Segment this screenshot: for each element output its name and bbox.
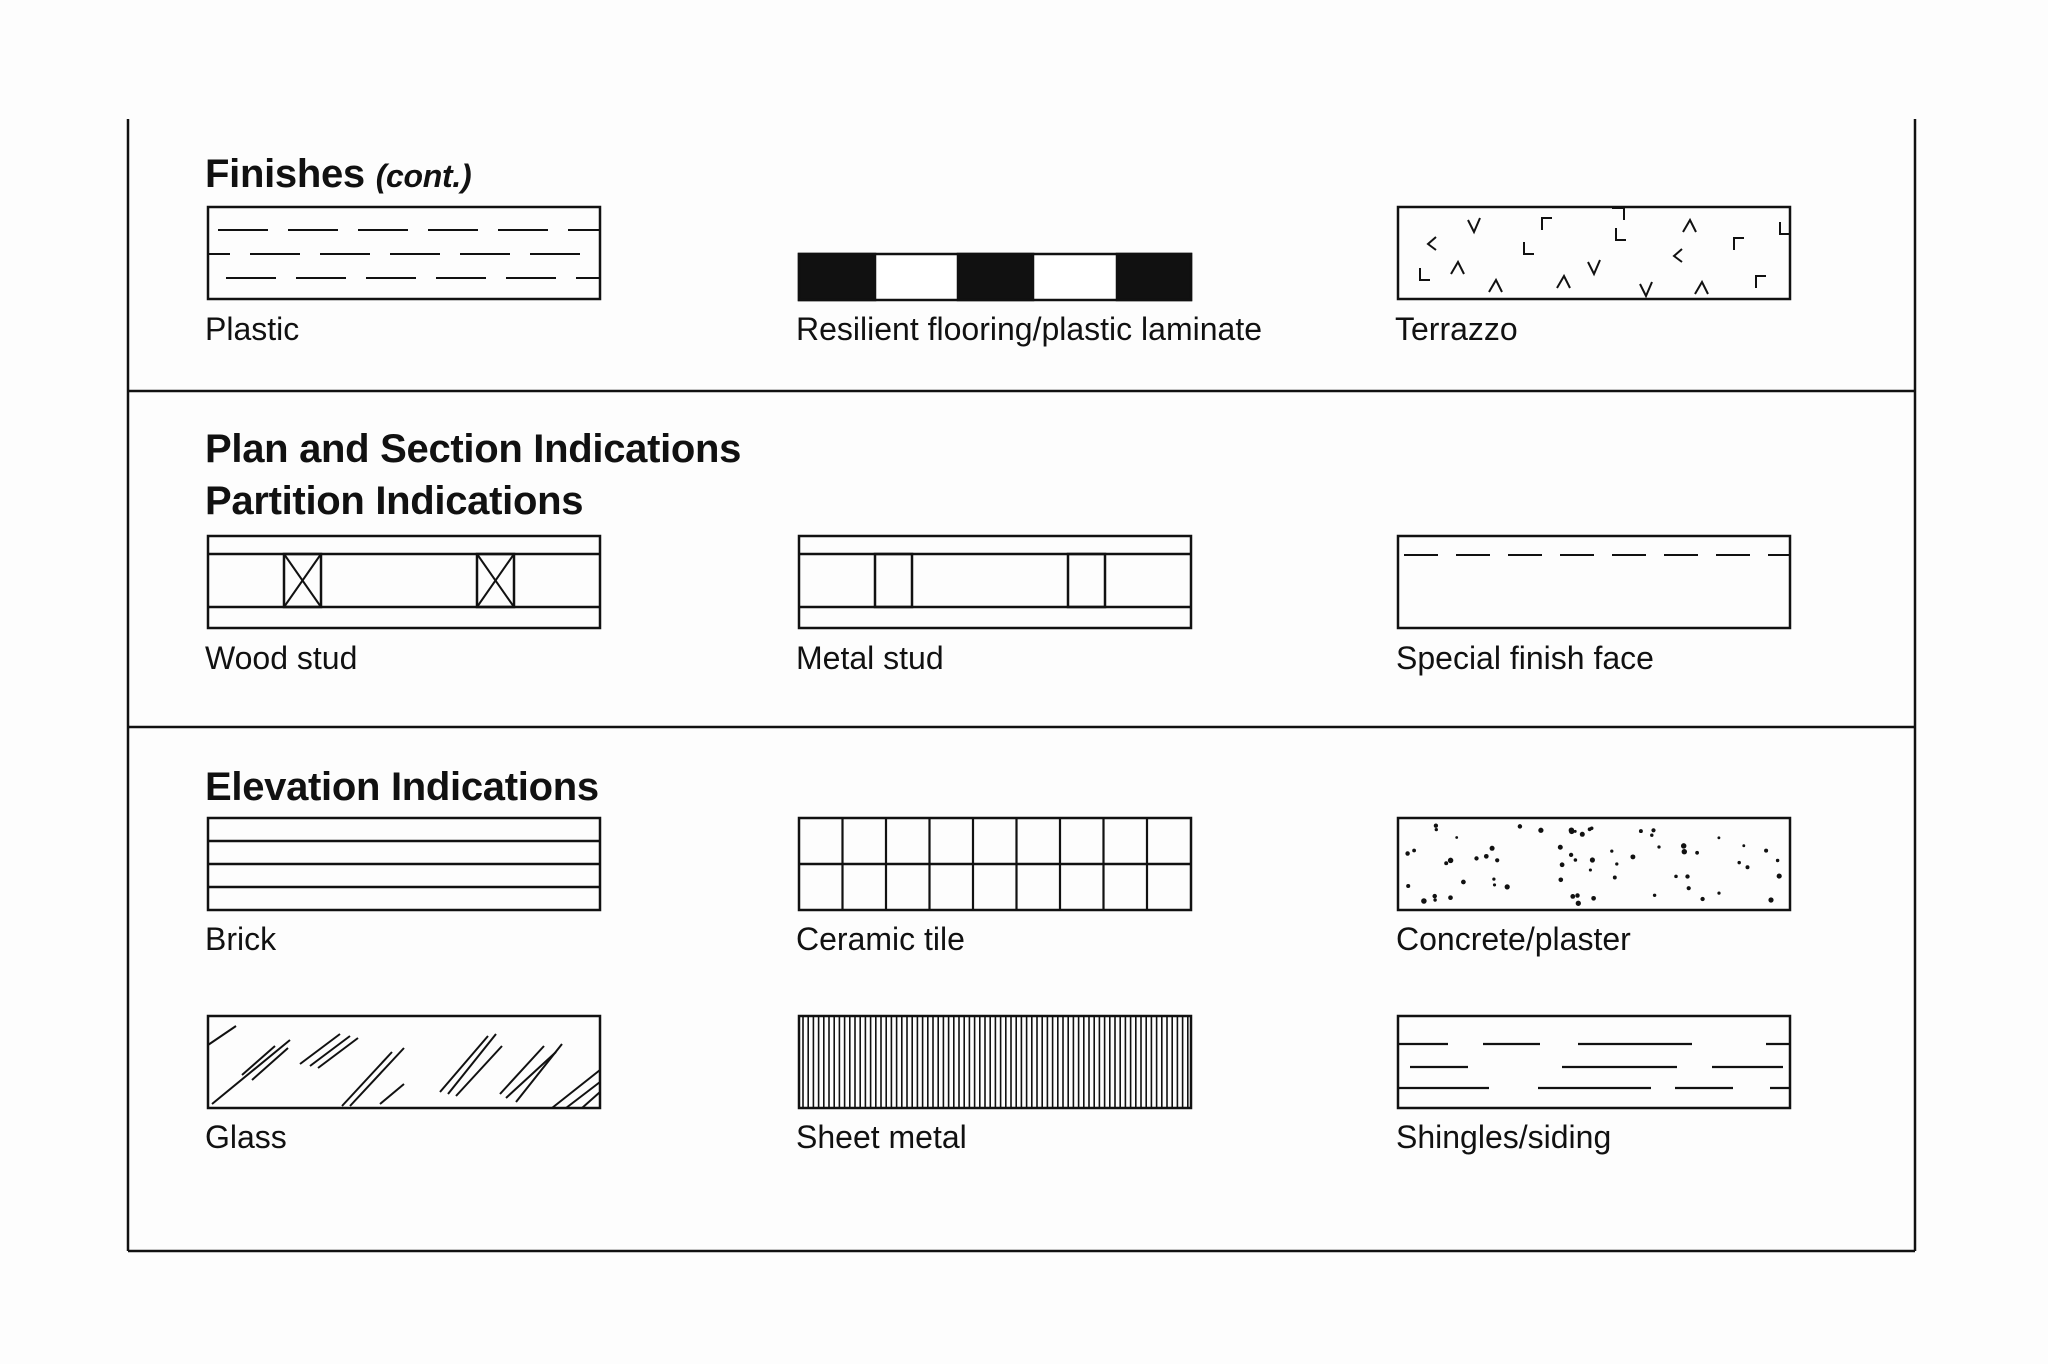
resilient-flooring-swatch (797, 252, 1193, 302)
symbol-label: Special finish face (1396, 640, 1654, 676)
heading-suffix: (cont.) (375, 158, 472, 194)
ceramic-tile-swatch (797, 816, 1193, 912)
symbol-label: Concrete/plaster (1396, 921, 1631, 957)
plastic-swatch (206, 205, 602, 301)
symbol-label: Plastic (205, 311, 300, 347)
symbol-label: Terrazzo (1395, 311, 1518, 347)
shingles-siding-swatch (1396, 1014, 1792, 1110)
brick-swatch (206, 816, 602, 912)
symbol-label: Wood stud (205, 640, 358, 676)
glass-swatch (206, 1014, 602, 1110)
metal-stud-swatch (797, 534, 1193, 630)
terrazzo-swatch (1396, 205, 1792, 301)
sheet-metal-swatch (797, 1014, 1193, 1110)
wood-stud-swatch (206, 534, 602, 630)
concrete-plaster-swatch (1396, 816, 1792, 912)
symbol-label: Resilient flooring/plastic laminate (796, 311, 1262, 347)
symbol-label: Sheet metal (796, 1119, 967, 1155)
symbol-label: Ceramic tile (796, 921, 965, 957)
section-heading-finishes: Finishes (cont.) (205, 152, 472, 196)
symbol-label: Shingles/siding (1396, 1119, 1612, 1155)
section-heading-partition: Partition Indications (205, 479, 584, 523)
section-heading-elevation: Elevation Indications (205, 765, 599, 809)
symbol-label: Metal stud (796, 640, 944, 676)
section-heading-plan-section: Plan and Section Indications (205, 427, 742, 471)
special-finish-face-swatch (1396, 534, 1792, 630)
symbol-label: Brick (205, 921, 277, 957)
symbol-label: Glass (205, 1119, 287, 1155)
